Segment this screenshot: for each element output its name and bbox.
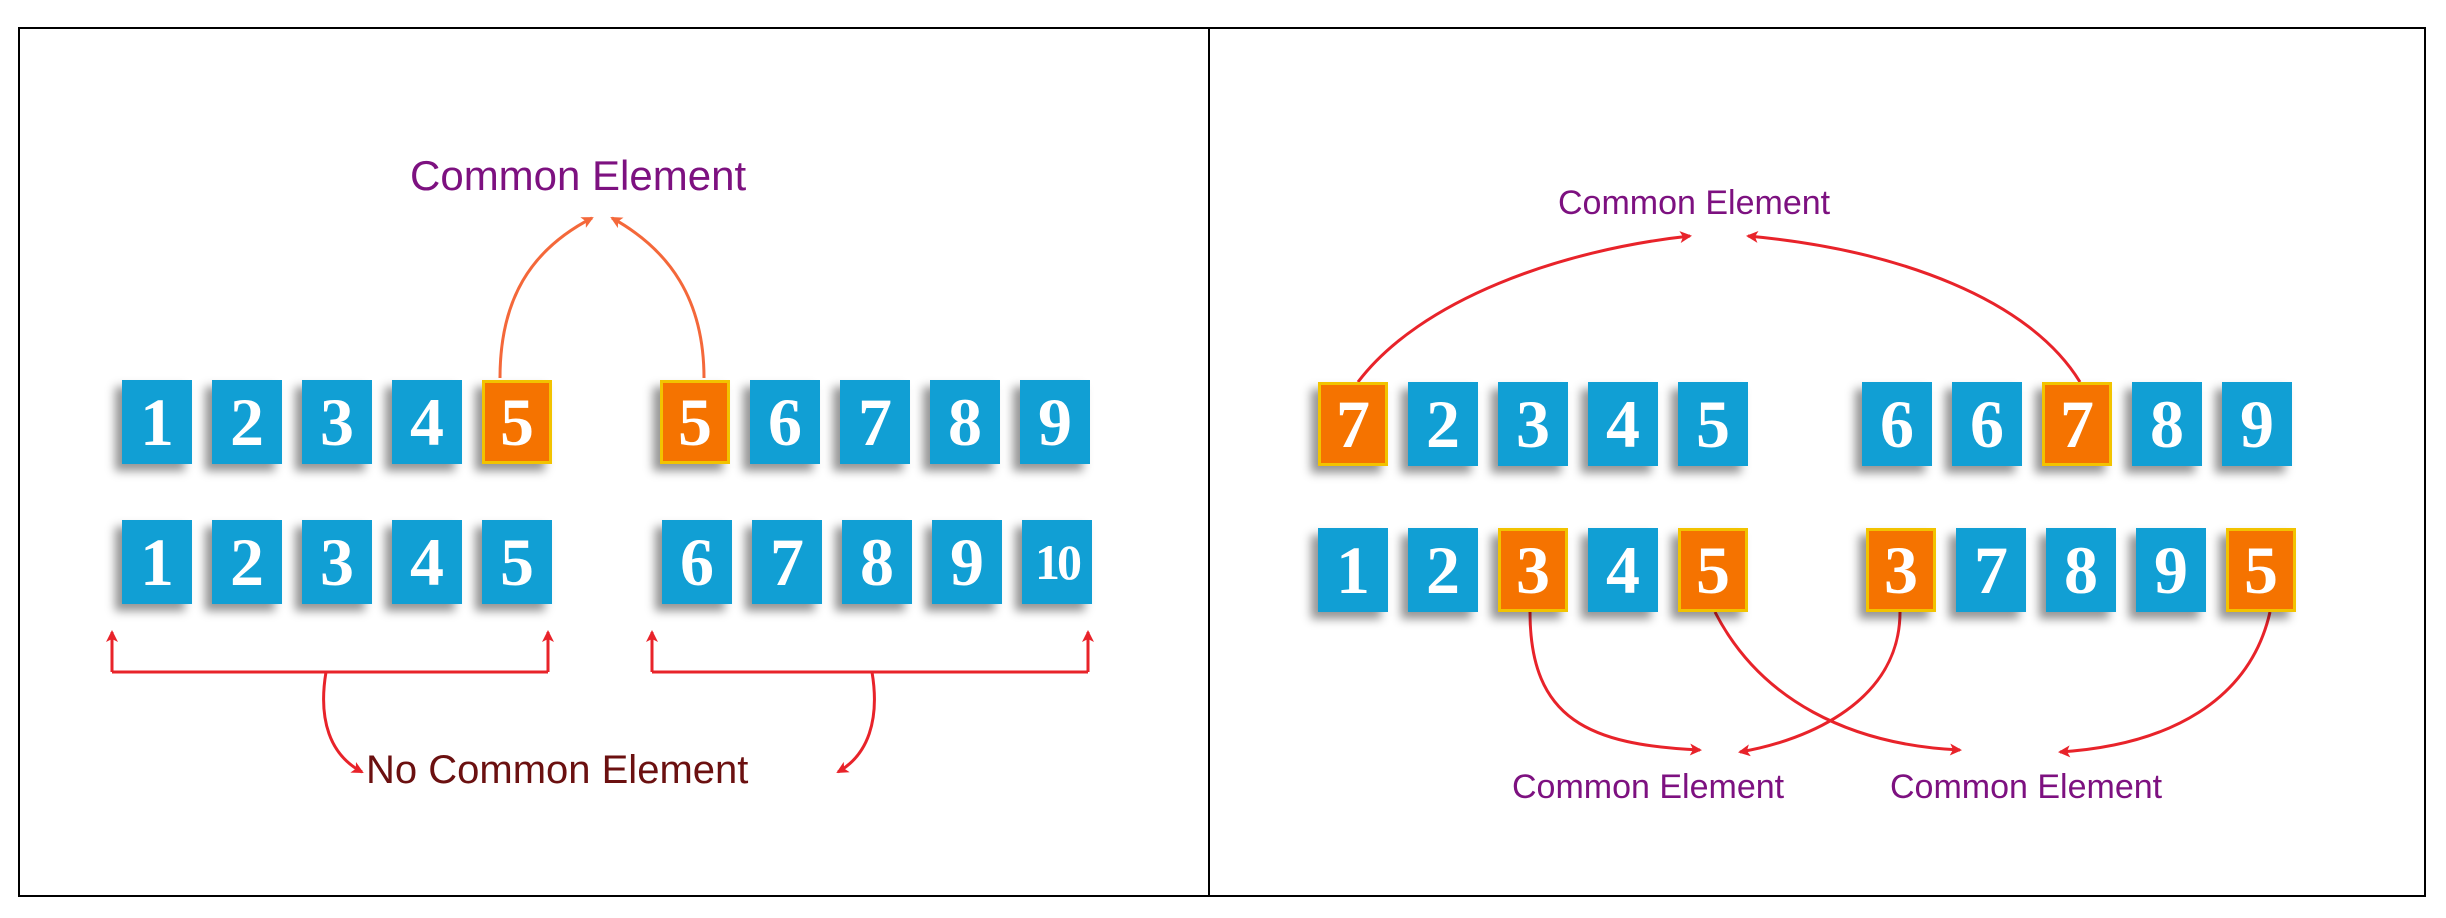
number-box: 3 <box>1498 382 1568 466</box>
left-common-element-label: Common Element <box>410 152 747 199</box>
number-box: 6 <box>1952 382 2022 466</box>
number-box: 8 <box>842 520 912 604</box>
number-box: 6 <box>750 380 820 464</box>
number-box: 2 <box>212 520 282 604</box>
right-common-element-label-bottom-2: Common Element <box>1890 768 2163 806</box>
number-box: 7 <box>840 380 910 464</box>
number-box: 6 <box>1862 382 1932 466</box>
number-box: 9 <box>932 520 1002 604</box>
number-box: 3 <box>302 520 372 604</box>
number-box-highlighted: 3 <box>1498 528 1568 612</box>
number-box: 1 <box>122 380 192 464</box>
number-box: 9 <box>2222 382 2292 466</box>
number-box: 4 <box>392 380 462 464</box>
number-box: 2 <box>1408 528 1478 612</box>
left-no-common-element-label: No Common Element <box>366 748 749 792</box>
right-common-element-label-bottom-1: Common Element <box>1512 768 1785 806</box>
number-box: 7 <box>1956 528 2026 612</box>
number-box: 2 <box>212 380 282 464</box>
number-box-highlighted: 5 <box>2226 528 2296 612</box>
number-box: 2 <box>1408 382 1478 466</box>
number-box: 4 <box>392 520 462 604</box>
number-box: 8 <box>930 380 1000 464</box>
number-box: 3 <box>302 380 372 464</box>
number-box: 5 <box>482 520 552 604</box>
number-box-highlighted: 7 <box>1318 382 1388 466</box>
number-box-highlighted: 7 <box>2042 382 2112 466</box>
number-box: 8 <box>2046 528 2116 612</box>
number-box-highlighted: 5 <box>1678 528 1748 612</box>
right-common-element-label-top: Common Element <box>1558 184 1831 222</box>
number-box: 6 <box>662 520 732 604</box>
number-box: 7 <box>752 520 822 604</box>
number-box: 5 <box>1678 382 1748 466</box>
number-box-highlighted: 5 <box>482 380 552 464</box>
number-box-highlighted: 3 <box>1866 528 1936 612</box>
number-box: 4 <box>1588 382 1658 466</box>
number-box: 9 <box>2136 528 2206 612</box>
number-box-highlighted: 5 <box>660 380 730 464</box>
number-box: 8 <box>2132 382 2202 466</box>
number-box: 1 <box>122 520 192 604</box>
number-box: 10 <box>1022 520 1092 604</box>
number-box: 4 <box>1588 528 1658 612</box>
number-box: 1 <box>1318 528 1388 612</box>
number-box: 9 <box>1020 380 1090 464</box>
